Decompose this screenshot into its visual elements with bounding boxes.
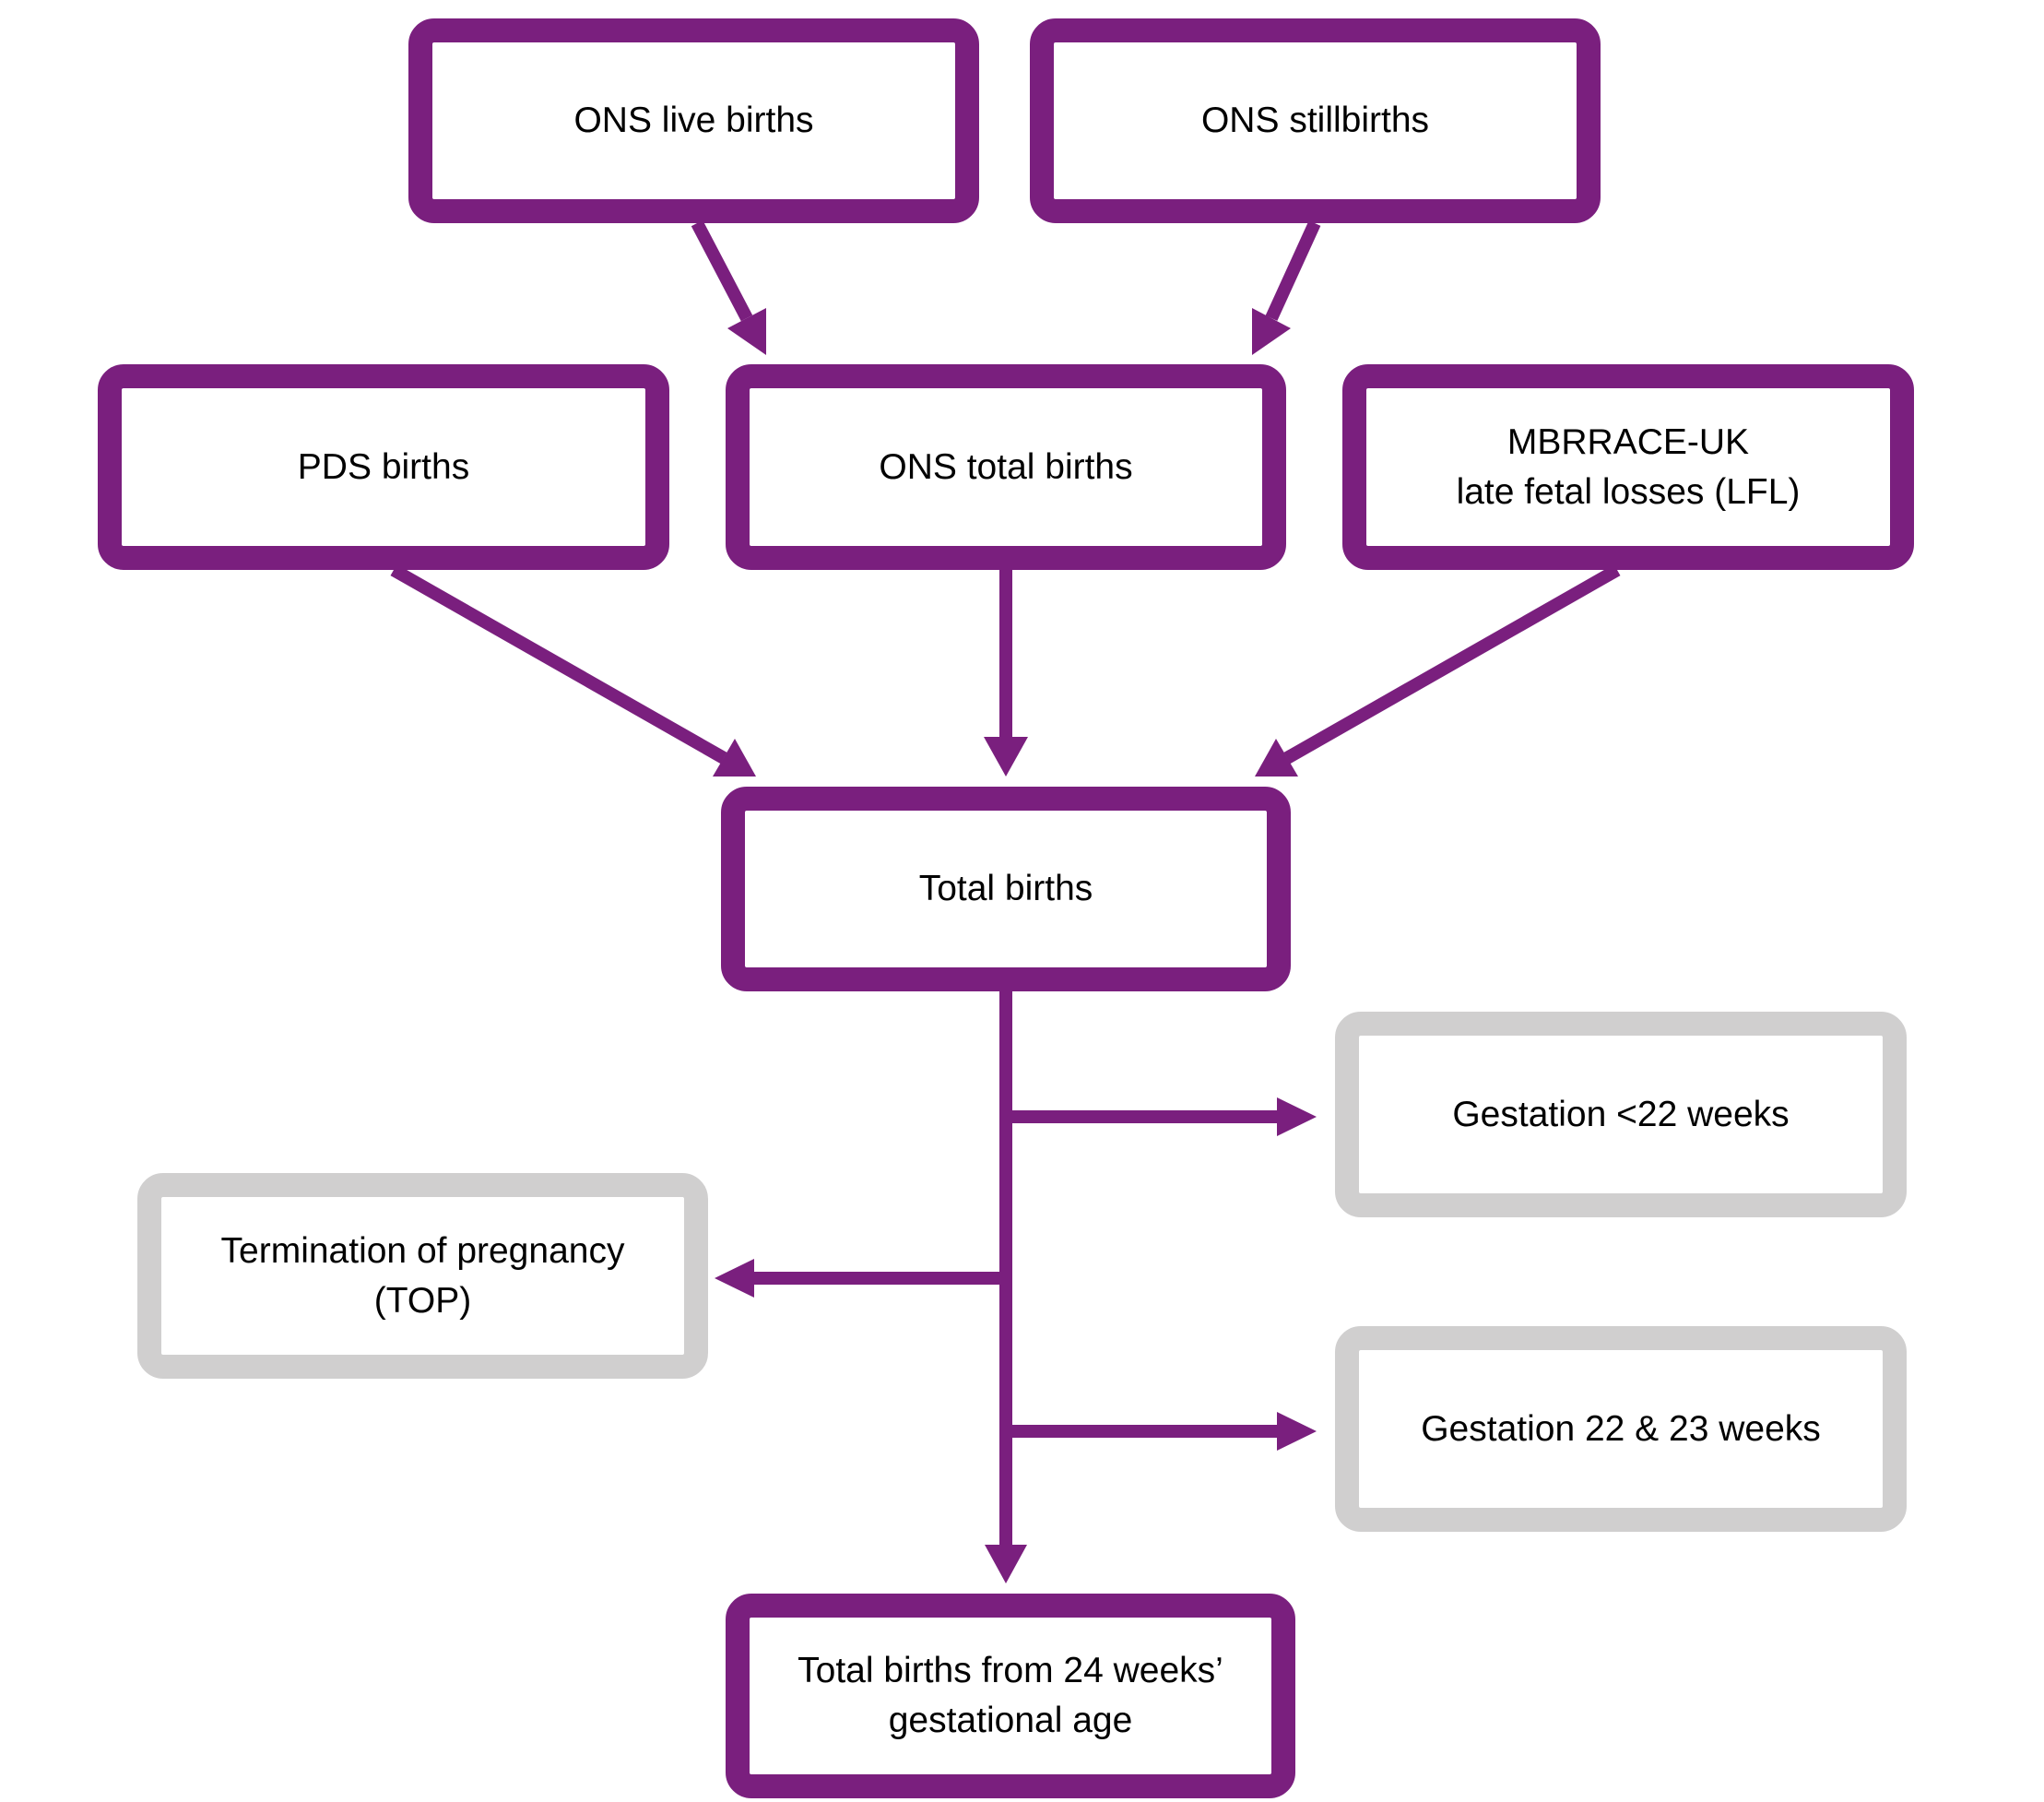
total-births-24-weeks-box: Total births from 24 weeks’ gestational … <box>726 1594 1295 1798</box>
total-births-24-weeks-label: Total births from 24 weeks’ gestational … <box>798 1646 1223 1746</box>
gestation-under-22-label: Gestation <22 weeks <box>1452 1094 1790 1134</box>
top-line-2: (TOP) <box>373 1280 472 1321</box>
pds-births-label: PDS births <box>297 446 470 487</box>
ons-stillbirths-label: ONS stillbirths <box>1200 101 1430 140</box>
pds-births-box: PDS births <box>98 364 669 570</box>
arrowhead <box>1255 739 1298 777</box>
arrowheads <box>713 308 1317 1583</box>
edge-pds-to-total <box>390 563 727 765</box>
ons-live-births-box: ONS live births <box>408 18 979 223</box>
edge-ons-live-to-ons-total <box>691 219 753 322</box>
total-births-box: Total births <box>721 787 1291 991</box>
ons-live-births-label: ONS live births <box>573 101 814 140</box>
edge-ons-stillbirths-to-ons-total <box>1265 220 1321 321</box>
total-births-24-weeks-line-2: gestational age <box>888 1701 1133 1740</box>
gestation-22-23-box: Gestation 22 & 23 weeks <box>1335 1326 1907 1532</box>
connector-lines <box>390 219 1621 1547</box>
ons-total-births-box: ONS total births <box>726 364 1286 570</box>
total-births-label: Total births <box>918 869 1093 908</box>
arrowhead <box>984 737 1028 777</box>
top-line-1: Termination of pregnancy <box>220 1230 625 1271</box>
arrowhead <box>985 1545 1027 1583</box>
ons-stillbirths-box: ONS stillbirths <box>1030 18 1601 223</box>
arrowhead <box>715 1259 754 1298</box>
arrowhead <box>713 739 756 777</box>
gestation-under-22-box: Gestation <22 weeks <box>1335 1012 1907 1217</box>
arrowhead <box>1277 1097 1317 1136</box>
gestation-22-23-label: Gestation 22 & 23 weeks <box>1421 1408 1821 1449</box>
mbrrace-lfl-line-1: MBRRACE-UK <box>1506 421 1750 462</box>
edge-mbrrace-to-total <box>1283 563 1621 765</box>
arrowhead <box>1277 1412 1317 1451</box>
termination-of-pregnancy-box: Termination of pregnancy (TOP) <box>137 1173 708 1379</box>
mbrrace-lfl-label: MBRRACE-UK late fetal losses (LFL) <box>1457 418 1801 517</box>
ons-total-births-label: ONS total births <box>879 446 1133 487</box>
total-births-24-weeks-line-1: Total births from 24 weeks’ <box>798 1651 1223 1690</box>
arrowhead <box>1252 308 1291 355</box>
mbrrace-lfl-box: MBRRACE-UK late fetal losses (LFL) <box>1342 364 1914 570</box>
arrowhead <box>727 308 766 355</box>
mbrrace-lfl-line-2: late fetal losses (LFL) <box>1456 471 1801 512</box>
termination-of-pregnancy-label: Termination of pregnancy (TOP) <box>221 1227 625 1326</box>
